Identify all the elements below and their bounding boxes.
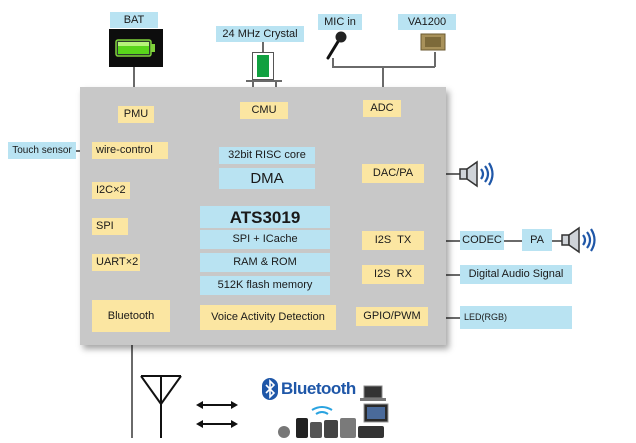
ats3019-title: ATS3019 (200, 206, 330, 228)
spi-icache-block: SPI + ICache (200, 230, 330, 249)
flash-memory-block: 512K flash memory (200, 276, 330, 295)
touch-sensor-label: Touch sensor (8, 142, 76, 159)
pa-block: PA (522, 229, 552, 251)
pa-speaker-line (552, 240, 562, 242)
ram-rom-block: RAM & ROM (200, 253, 330, 272)
pmu-block: PMU (118, 106, 154, 123)
mic-va-bus (332, 66, 435, 68)
adc-block: ADC (363, 100, 401, 117)
speaker-icon (458, 160, 496, 188)
codec-pa-line (504, 240, 522, 242)
i2s-tx-block: I2S TX (362, 231, 424, 250)
mic-drop (332, 58, 334, 67)
dma-block: DMA (219, 168, 315, 189)
i2c-block: I2C×2 (92, 182, 130, 199)
crystal-icon (252, 52, 274, 80)
antenna-icon (138, 374, 184, 438)
adc-drop (382, 66, 384, 102)
i2s-rx-block: I2S RX (362, 265, 424, 284)
crystal-lead-top (262, 42, 264, 52)
spi-block: SPI (92, 218, 128, 235)
bluetooth-logo: Bluetooth (262, 377, 356, 401)
digital-audio-signal-label: Digital Audio Signal (460, 265, 572, 284)
wire-control-block: wire-control (92, 142, 168, 159)
battery-icon (109, 29, 163, 67)
vad-block: Voice Activity Detection (200, 305, 336, 330)
bluetooth-rune-icon (262, 378, 278, 400)
bluetooth-down-line (131, 332, 133, 438)
mic-in-label: MIC in (318, 14, 362, 30)
dac-pa-block: DAC/PA (362, 164, 424, 183)
speaker-icon-2 (560, 226, 598, 254)
gpio-pwm-block: GPIO/PWM (356, 307, 428, 326)
microphone-icon (322, 30, 348, 60)
cmu-block: CMU (240, 102, 288, 119)
bluetooth-wordmark: Bluetooth (281, 379, 356, 398)
va1200-label: VA1200 (398, 14, 456, 30)
led-rgb-label: LED(RGB) (460, 306, 572, 329)
crystal-label: 24 MHz Crystal (216, 26, 304, 42)
va1200-chip-icon (418, 32, 448, 52)
codec-block: CODEC (460, 231, 504, 250)
crystal-tie-line (246, 80, 282, 82)
risc-core-block: 32bit RISC core (219, 147, 315, 164)
bluetooth-block: Bluetooth (92, 300, 170, 332)
uart-block: UART×2 (92, 254, 140, 271)
va-drop (434, 52, 436, 67)
bidirectional-arrows-icon (194, 398, 240, 432)
devices-cluster-icon (276, 384, 394, 438)
bat-label: BAT (110, 12, 158, 28)
bat-pmu-line (133, 66, 135, 106)
